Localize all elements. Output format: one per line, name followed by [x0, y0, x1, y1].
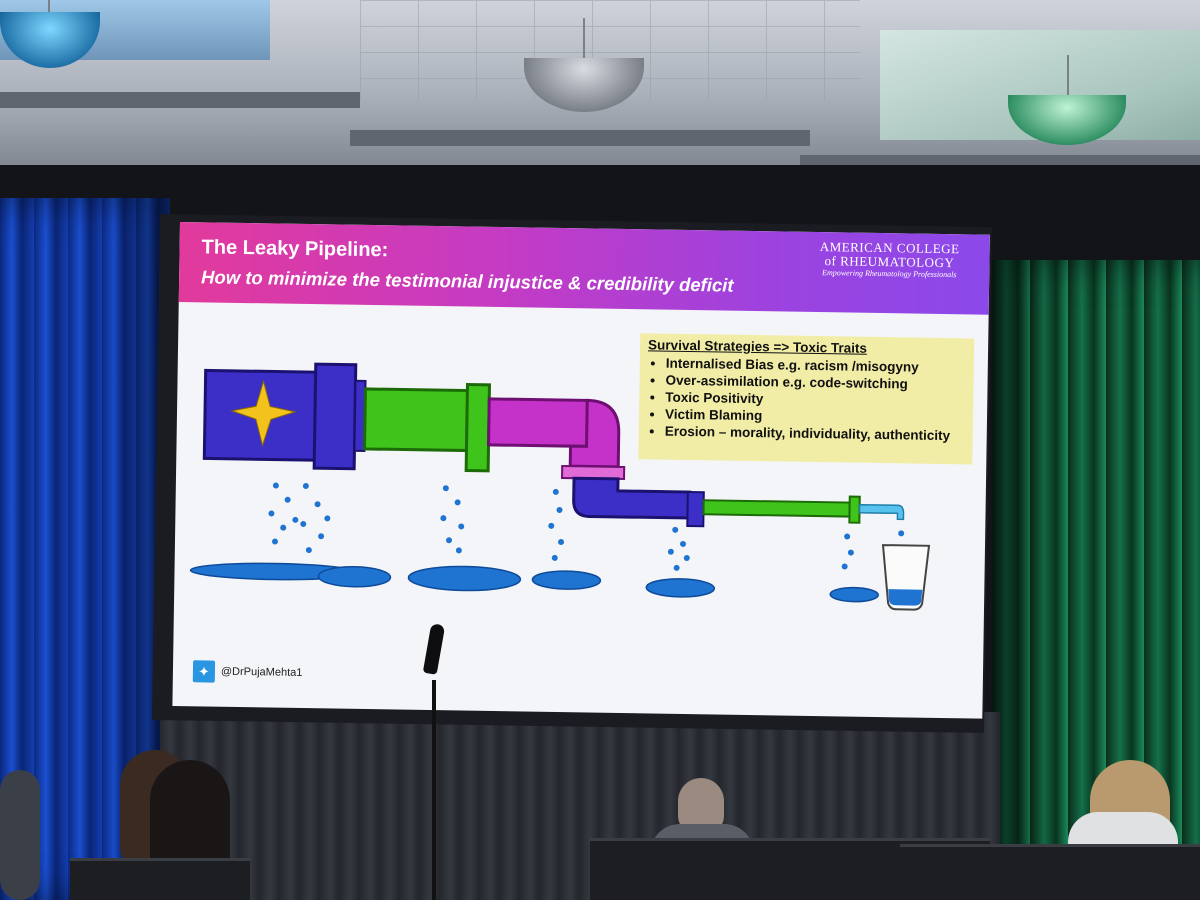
seating-rows [0, 830, 1200, 900]
strategy-item: Erosion – morality, individuality, authe… [665, 424, 965, 444]
ceiling-soffit [350, 130, 810, 146]
glass-water [888, 589, 923, 606]
ceiling-soffit [0, 92, 360, 108]
seat-row [900, 844, 1200, 900]
pipe-section-green [362, 387, 471, 453]
lamp-cord [48, 0, 50, 14]
twitter-bird-icon: ✦ [192, 660, 216, 683]
seat-row [70, 858, 250, 900]
pipe-section-magenta [487, 397, 591, 448]
pipe-flange-blue-small [686, 490, 705, 528]
leaky-pipeline-illustration [189, 362, 931, 611]
strategies-list: Internalised Bias e.g. racism /misogyny … [647, 355, 966, 443]
twitter-credit: ✦ @DrPujaMehta1 [192, 660, 303, 684]
strategies-heading: Survival Strategies => Toxic Traits [648, 337, 868, 356]
water-puddles [189, 562, 879, 603]
lamp-cord [583, 18, 585, 60]
microphone-stand [432, 680, 436, 900]
star-icon [230, 379, 297, 448]
pipe-flange-blue [312, 362, 358, 471]
pipe-flange-green [464, 383, 492, 473]
presentation-slide: The Leaky Pipeline: How to minimize the … [172, 222, 990, 719]
water-drips [268, 482, 905, 571]
pipe-elbow-magenta [568, 398, 621, 469]
lamp-cord [1067, 55, 1069, 97]
survival-strategies-box: Survival Strategies => Toxic Traits Inte… [638, 333, 975, 465]
pipe-tap [858, 503, 905, 521]
twitter-handle: @DrPujaMehta1 [220, 665, 303, 679]
pipe-section-blue-narrow [572, 476, 692, 520]
audience-member [0, 770, 40, 900]
pipe-flange-green-small [848, 495, 861, 524]
pipe-section-green-thin [702, 499, 851, 518]
